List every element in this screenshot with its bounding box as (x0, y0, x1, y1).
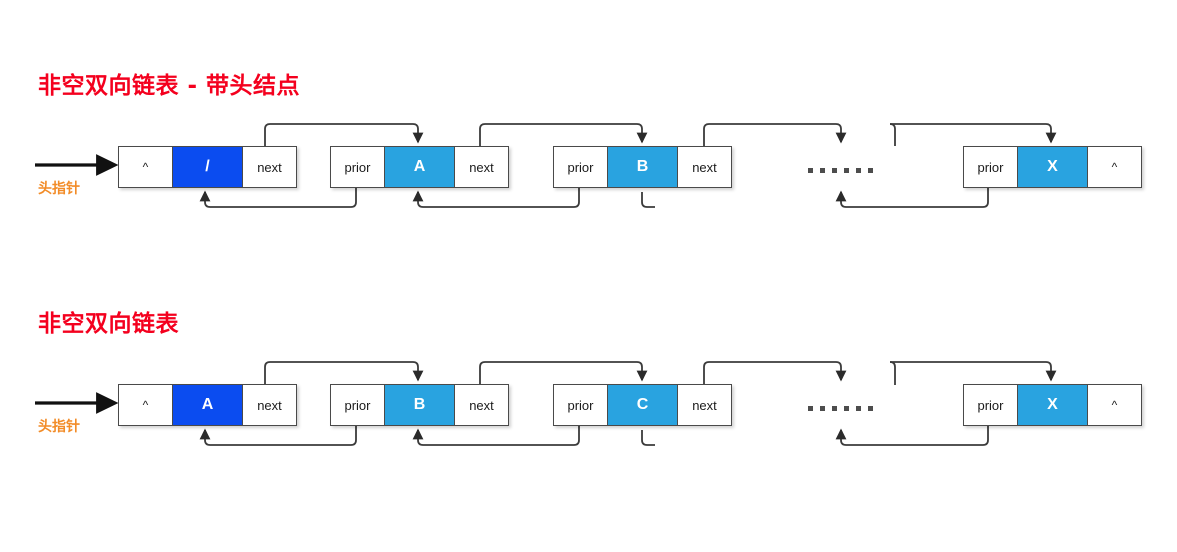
next-arrow-5-row1 (890, 123, 1057, 144)
prior-arrow-3-row1 (835, 188, 989, 208)
node-next-cell: next (678, 147, 731, 187)
node-data-cell: B (607, 147, 678, 187)
list-node[interactable]: ^ A next (118, 384, 297, 426)
node-prior-cell: ^ (119, 147, 172, 187)
prior-arrow-4-row2 (641, 430, 655, 446)
node-prior-cell: prior (964, 147, 1017, 187)
node-prior-cell: prior (554, 147, 607, 187)
node-next-cell: ^ (1088, 147, 1141, 187)
node-prior-cell: prior (331, 385, 384, 425)
diagram-title-with-head-node: 非空双向链表 - 带头结点 (38, 73, 301, 99)
node-next-cell: next (243, 147, 296, 187)
node-prior-cell: prior (554, 385, 607, 425)
next-arrow-4-row2 (889, 361, 896, 385)
node-data-cell: X (1017, 385, 1088, 425)
prior-arrow-1-row2 (199, 426, 357, 446)
prior-arrow-1-row1 (199, 188, 357, 208)
node-next-cell: next (455, 147, 508, 187)
next-arrow-2-row1 (479, 123, 648, 146)
next-arrow-2-row2 (479, 361, 648, 385)
next-arrow-4-row1 (889, 123, 896, 146)
node-next-cell: next (678, 385, 731, 425)
node-prior-cell: prior (964, 385, 1017, 425)
node-data-cell: C (607, 385, 678, 425)
head-pointer-label-row1: 头指针 (38, 181, 80, 197)
node-data-cell: A (172, 385, 243, 425)
list-node[interactable]: prior X ^ (963, 146, 1142, 188)
node-next-cell: next (243, 385, 296, 425)
node-next-cell: ^ (1088, 385, 1141, 425)
prior-arrow-3-row2 (835, 426, 989, 446)
list-node[interactable]: prior C next (553, 384, 732, 426)
node-prior-cell: prior (331, 147, 384, 187)
node-next-cell: next (455, 385, 508, 425)
ellipsis-row2 (808, 406, 873, 411)
next-arrow-1-row1 (264, 123, 424, 146)
list-node[interactable]: prior A next (330, 146, 509, 188)
next-arrow-3-row1 (703, 123, 847, 146)
list-node[interactable]: prior X ^ (963, 384, 1142, 426)
list-node[interactable]: prior B next (330, 384, 509, 426)
node-data-cell: X (1017, 147, 1088, 187)
next-arrow-5-row2 (890, 361, 1057, 382)
prior-arrow-2-row1 (412, 188, 580, 208)
ellipsis-row1 (808, 168, 873, 173)
prior-arrow-4-row1 (641, 192, 655, 208)
list-node[interactable]: ^ / next (118, 146, 297, 188)
node-data-cell: A (384, 147, 455, 187)
prior-arrow-2-row2 (412, 426, 580, 446)
next-arrow-1-row2 (264, 361, 424, 385)
node-prior-cell: ^ (119, 385, 172, 425)
list-node[interactable]: prior B next (553, 146, 732, 188)
diagram-title-without-head-node: 非空双向链表 (38, 311, 179, 337)
head-pointer-label-row2: 头指针 (38, 419, 80, 435)
node-data-cell: B (384, 385, 455, 425)
next-arrow-3-row2 (703, 361, 847, 385)
node-data-cell: / (172, 147, 243, 187)
